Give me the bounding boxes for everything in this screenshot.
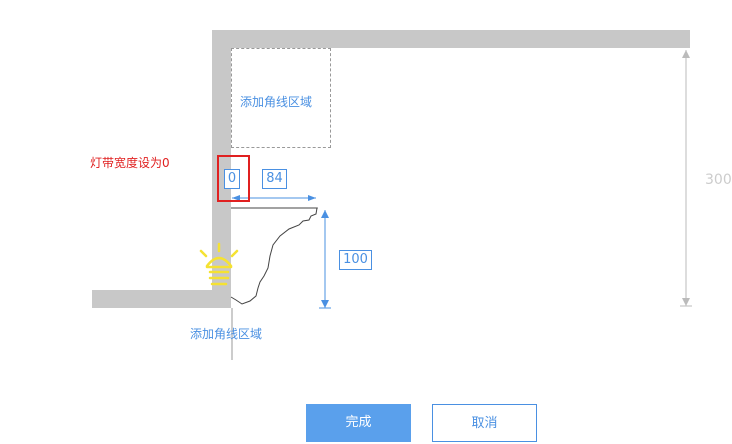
left-wall (212, 30, 231, 308)
offset-input[interactable]: 84 (262, 169, 287, 189)
wall-height-dimension (680, 50, 692, 307)
molding-height-dimension (319, 210, 331, 309)
height-input[interactable]: 100 (339, 250, 372, 270)
wall-height-value: 300 (705, 172, 732, 188)
confirm-button[interactable]: 完成 (306, 404, 411, 442)
upper-corner-zone[interactable] (231, 48, 331, 148)
light-strip-note: 灯带宽度设为0 (90, 156, 170, 170)
highlight-frame (217, 155, 250, 202)
upper-zone-label[interactable]: 添加角线区域 (240, 95, 313, 109)
crown-molding-profile[interactable] (230, 207, 318, 305)
ceiling-wall (212, 30, 690, 48)
cancel-button[interactable]: 取消 (432, 404, 537, 442)
light-bulb-icon (199, 242, 239, 286)
light-strip-width-input[interactable]: 0 (224, 169, 240, 189)
floor-ledge (92, 290, 231, 308)
lower-zone-label[interactable]: 添加角线区域 (190, 327, 263, 341)
